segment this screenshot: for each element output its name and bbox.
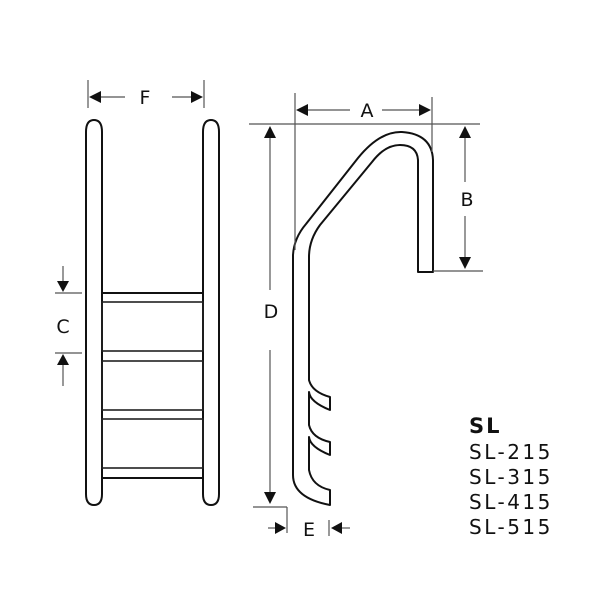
step-3	[101, 418, 204, 469]
model-item: SL-515	[469, 515, 553, 539]
side-view: A B D E	[249, 93, 483, 541]
label-b: B	[460, 189, 473, 211]
model-item: SL-315	[469, 465, 553, 489]
handrail	[292, 130, 434, 506]
model-item: SL-215	[469, 440, 553, 464]
left-rail	[85, 119, 103, 506]
series-title: SL	[469, 414, 502, 438]
model-list: SL SL-215 SL-315 SL-415 SL-515	[469, 412, 553, 540]
label-a: A	[361, 100, 374, 122]
front-view: F C	[55, 80, 220, 506]
label-f: F	[140, 87, 151, 109]
label-d: D	[264, 301, 279, 323]
step-2	[101, 360, 204, 411]
dimension-e: E	[253, 506, 350, 541]
dimension-f: F	[87, 80, 205, 109]
dimension-b: B	[459, 126, 474, 269]
label-e: E	[303, 519, 315, 541]
dimension-d: D	[264, 126, 279, 504]
dimension-c: C	[55, 266, 82, 386]
step-1	[101, 301, 204, 352]
label-c: C	[56, 316, 69, 338]
right-rail	[202, 119, 220, 506]
model-item: SL-415	[469, 490, 553, 514]
